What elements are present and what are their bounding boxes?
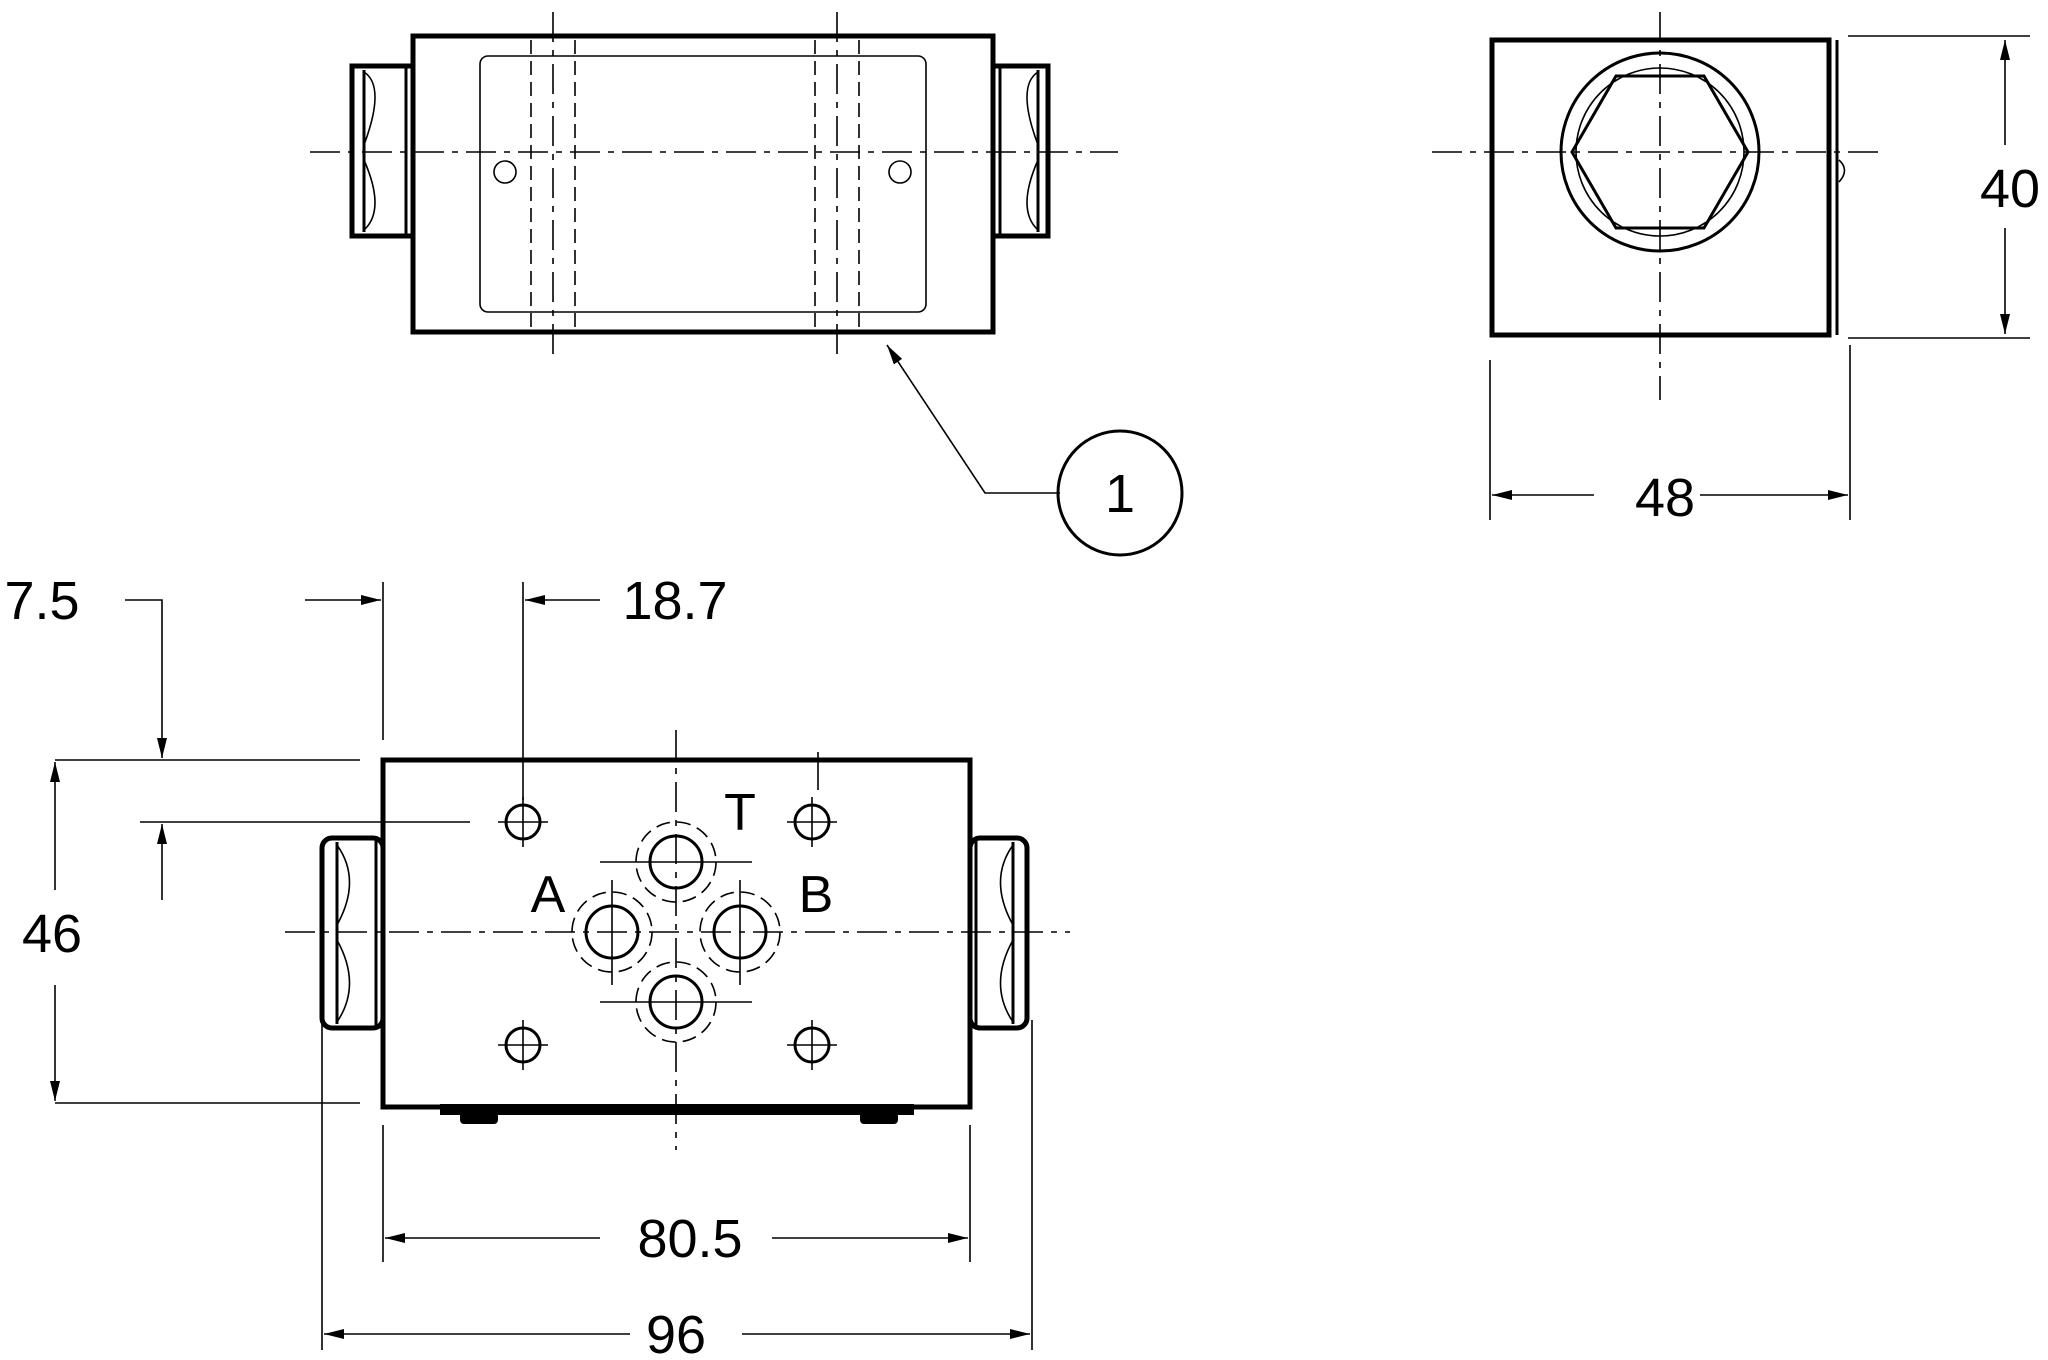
top-view-right-plug — [990, 63, 1051, 239]
port-label-b: B — [799, 866, 834, 924]
callout-label: 1 — [1105, 464, 1135, 524]
port-p — [635, 961, 717, 1043]
port-b — [699, 891, 781, 973]
port-a — [571, 891, 653, 973]
dim-hole-spacing: 18.7 — [622, 571, 727, 631]
top-view-left-plug — [349, 63, 416, 239]
dim-side-height: 40 — [1980, 159, 2040, 219]
hex-plug — [1570, 74, 1750, 230]
dim-offset-top: 7.5 — [4, 571, 79, 631]
nameplate-rivet-right — [888, 160, 912, 184]
nameplate-rivet-left — [493, 160, 517, 184]
dim-side-width: 48 — [1635, 468, 1695, 528]
dim-overall-length: 96 — [646, 1305, 706, 1360]
side-view-body — [1489, 37, 1832, 338]
mounting-face-right-plug — [967, 835, 1030, 1031]
port-t — [635, 821, 717, 903]
callout-bubble — [1056, 429, 1184, 557]
callout-leader — [886, 344, 1060, 494]
mounting-hole — [498, 1020, 548, 1070]
port-label-t: T — [724, 784, 756, 842]
dim-body-height: 46 — [22, 904, 82, 964]
side-view: 40 48 — [1432, 12, 2040, 528]
mounting-hole — [787, 797, 837, 847]
mounting-face-view: T A B 7.5 18.7 46 80.5 96 — [4, 571, 1070, 1360]
top-view: 1 — [310, 12, 1184, 557]
dim-body-length: 80.5 — [637, 1209, 742, 1269]
mounting-face-left-plug — [319, 835, 386, 1031]
top-view-body — [410, 33, 996, 335]
mounting-hole — [787, 1020, 837, 1070]
nameplate — [479, 55, 927, 313]
port-bore — [1559, 51, 1761, 253]
port-label-a: A — [531, 866, 566, 924]
mounting-hole — [498, 797, 548, 847]
